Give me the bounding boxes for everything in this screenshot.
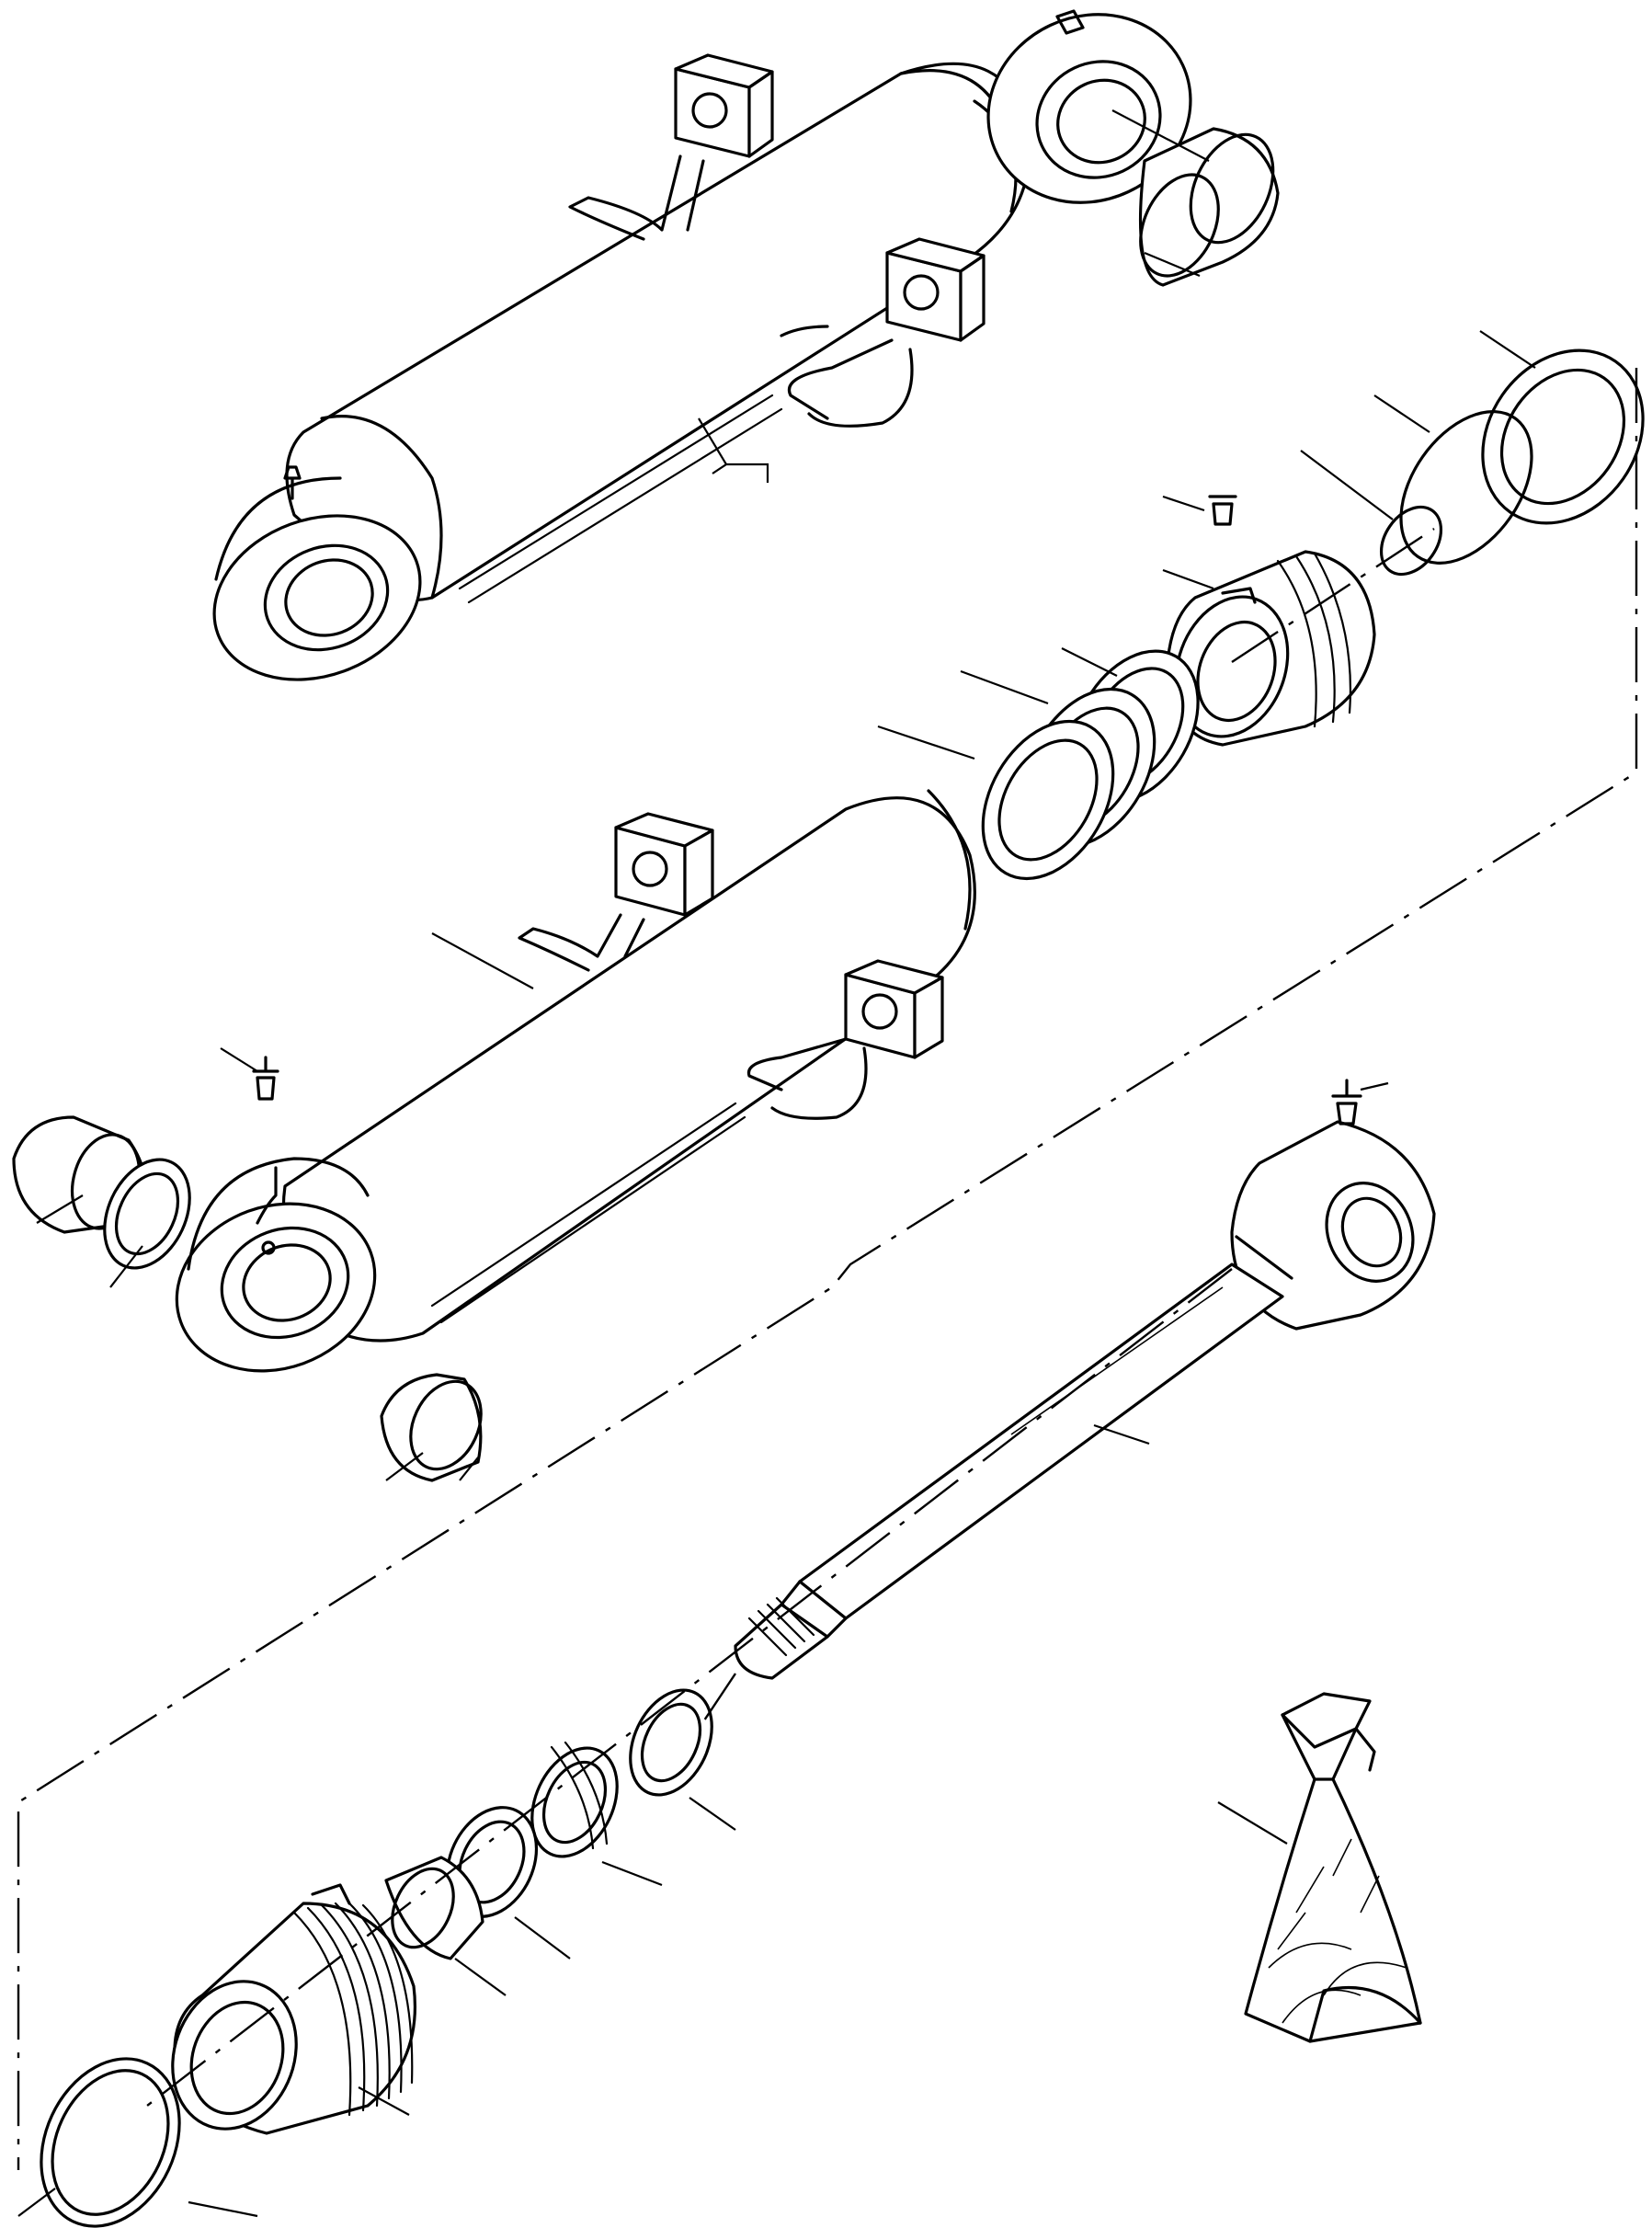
cylinder-barrel (175, 789, 976, 1373)
wiper-ring (1479, 330, 1645, 525)
rod-seal-ring-2 (530, 1741, 663, 1887)
assembled-cylinder-top (212, 9, 1192, 681)
bushing-top-right (1111, 109, 1280, 287)
o-ring-small (1300, 450, 1443, 577)
gland-bottom (171, 1883, 417, 2135)
assembly-centerlines (17, 368, 1638, 2170)
seal-ring-left (103, 1158, 191, 1288)
piston-seal-set-top (877, 647, 1200, 881)
bushing-bottom (380, 1373, 483, 1482)
piston-rod (734, 1079, 1436, 1680)
retaining-ring (17, 2057, 258, 2228)
piston (384, 1856, 507, 1996)
seal-kit-bag (1217, 1692, 1422, 2043)
o-ring-large (1373, 394, 1533, 565)
gland-head-top (1162, 495, 1376, 747)
